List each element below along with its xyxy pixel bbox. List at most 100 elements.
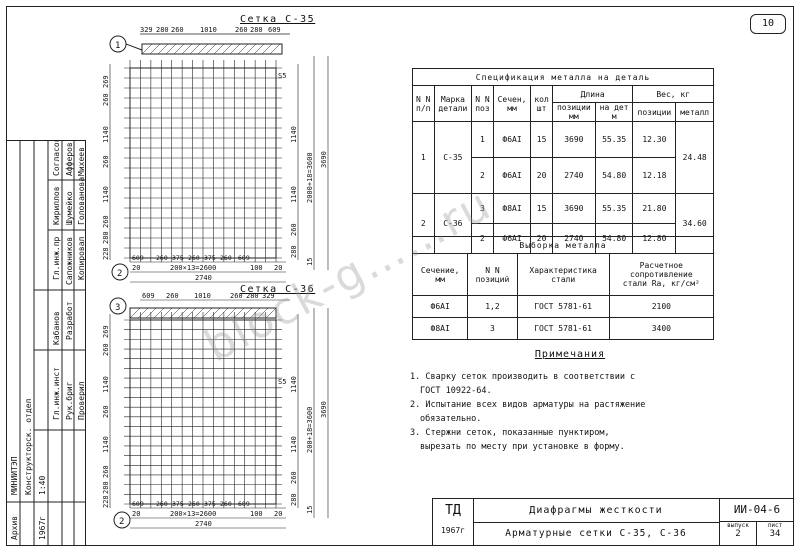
mesh1-bot-dim-3: 260 [188, 254, 200, 262]
spec-h-marka: Марка [440, 94, 465, 104]
mesh1-marker-bottom: 2 [117, 269, 122, 279]
mesh1-right-dim-3: 2000+18=3600 [306, 152, 314, 203]
spec-r1-vesmet: 24.48 [675, 121, 714, 194]
mesh2-left-dim-5: 260 [102, 465, 110, 478]
mesh1-bot-dim-2: 375 [172, 254, 184, 262]
mesh2-right-dim-5: 15 [306, 506, 314, 514]
notes-title: Примечания [534, 349, 606, 360]
spec-r1-dlpoz: 2740 [551, 157, 596, 194]
vy-h-ras2: сопротивление [630, 270, 693, 279]
mesh2-bot-overall: 2740 [195, 520, 212, 528]
mesh2-left-dim-7: 228 [102, 495, 110, 508]
vy-h-sech: Сечение, [420, 265, 460, 275]
spec-r2-sech: Ф8АI [492, 193, 532, 224]
stamp-vypusk-label: выпуск [727, 522, 749, 529]
spec-h-poz: поз [475, 103, 490, 113]
mesh2-left-dim-2: 1140 [102, 376, 110, 393]
side-stamp-year: 1967г [38, 516, 47, 540]
spec-r2-vespoz: 21.80 [632, 193, 677, 224]
vy-r1-poz: 3 [467, 317, 518, 340]
spec-h-dl-det-m: м [611, 112, 617, 121]
side-stamp-col-5: Копировал [77, 236, 86, 280]
mesh1-left-dim-0: 269 [102, 75, 110, 88]
mesh2-right-dim-4: 280 [290, 493, 298, 506]
mesh1-bot-dim-6: 609 [238, 254, 250, 262]
mesh2-bot-dim-0: 609 [132, 500, 144, 508]
vy-h-poz2: позиций [475, 274, 510, 284]
table-row: Ф8АI 3 ГОСТ 5781-61 3400 [411, 317, 715, 340]
stamp-list-label: лист [767, 522, 783, 529]
spec-r0-dlpoz: 3690 [551, 121, 596, 158]
spec-h-dl-det: на дет [599, 103, 629, 112]
mesh2-left-dim-1: 260 [102, 343, 110, 356]
spec-r2-dlpoz: 3690 [551, 193, 596, 224]
mesh2-bot-left: 20 [132, 510, 140, 518]
side-stamp-row-2: Шумейко [65, 191, 74, 225]
mesh1-grid [124, 60, 282, 262]
side-stamp-row-3: Михеев [77, 147, 86, 176]
note-line: обязательно. [420, 414, 482, 424]
mesh2-side-label: S5 [278, 378, 286, 386]
stamp-title1: Диафрагмы жесткости [473, 499, 719, 523]
note-line: ГОСТ 10922-64. [420, 386, 492, 396]
spec-r1-vespoz: 12.18 [632, 157, 677, 194]
mesh2-left-dim-6: 280 [102, 481, 110, 494]
mesh2-right-dim-6: 3690 [320, 401, 328, 418]
side-stamp-row-1: Афферов [65, 142, 74, 176]
mesh1-bot-dim-5: 260 [220, 254, 232, 262]
spec-r0-kol: 15 [530, 121, 553, 158]
side-stamp-name-1: Кириллов [52, 186, 61, 225]
spec-h-nn2: N N [475, 94, 490, 104]
vy-h-poz: N N [485, 265, 500, 275]
side-stamp-col-2: Рук.бриг [64, 381, 74, 420]
mesh1-left-dim-1: 260 [102, 93, 110, 106]
vy-r0-poz: 1,2 [467, 295, 518, 318]
mesh1-right-dim-2: 260 [290, 223, 298, 236]
table-row: Ф6АI 1,2 ГОСТ 5781-61 2100 [411, 295, 715, 318]
vy-r0-sech: Ф6АI [411, 295, 469, 318]
mesh2-top-dim-4: 280 [246, 292, 259, 300]
mesh2-bot-mesh: 200×13=2600 [170, 510, 216, 518]
mesh1-left-dim-7: 228 [102, 247, 110, 260]
note-line: 1. Сварку сеток производить в соответств… [410, 372, 636, 382]
title-stamp: ТД 1967г Диафрагмы жесткости Арматурные … [432, 498, 794, 546]
page-number-box: 10 [750, 14, 786, 34]
mesh-drawings: Сетка С-35 1 2 329 280 260 1010 260 280 … [102, 14, 329, 529]
mesh1-right-dim-4: 280 [290, 245, 298, 258]
mesh1-title: Сетка С-35 [240, 14, 315, 25]
spec-r2-kol: 15 [530, 193, 553, 224]
side-stamp-col-3: Разработ [64, 301, 74, 340]
spec-r0-sech: Ф6АI [492, 121, 532, 158]
mesh2-bot-dim-5: 260 [220, 500, 232, 508]
mesh1-left-dim-2: 1140 [102, 126, 110, 143]
note-line: 3. Стержни сеток, показанные пунктиром, [410, 428, 610, 438]
mesh2-bot-dim-2: 375 [172, 500, 184, 508]
stamp-org: ТД [445, 503, 461, 518]
mesh1-bot-left: 20 [132, 264, 140, 272]
spec-h-sechen: Сечен, [497, 94, 527, 104]
spec-table-title: Спецификация металла на деталь [412, 68, 714, 86]
mesh1-bot-mesh: 200×13=2600 [170, 264, 216, 272]
mesh1-top-dim-6: 609 [268, 26, 281, 34]
side-stamp-name-2: Сапожников [65, 237, 74, 285]
spec-h-nn: N N [416, 94, 431, 104]
mesh2-top-dim-5: 329 [262, 292, 275, 300]
vy-h-har2: стали [551, 274, 576, 284]
mesh2-bot-dim-1: 260 [156, 500, 168, 508]
side-stamp-col-1: Гл.инж.пр [52, 236, 61, 280]
spec-h-dl-poz-mm: мм [569, 112, 579, 121]
mesh1-bot-dim-0: 609 [132, 254, 144, 262]
stamp-title2: Арматурные сетки С-35, С-36 [505, 528, 687, 539]
mesh1-marker-top: 1 [115, 41, 120, 51]
table-row: 1 С-35 1 Ф6АI 15 3690 55.35 12.30 24.48 [412, 121, 714, 194]
mesh1-top-dim-5: 280 [250, 26, 263, 34]
mesh1-right-dim-5: 15 [306, 258, 314, 266]
spec-h-mm: мм [507, 103, 517, 113]
spec-h-kol: кол [534, 94, 549, 104]
mesh1-side-label: S5 [278, 72, 286, 80]
spec-r1-dldet: 54.80 [594, 157, 634, 194]
mesh2-bot-side2: 20 [274, 510, 282, 518]
mesh1-left-dim-4: 1140 [102, 186, 110, 203]
mesh1-right-dim-0: 1140 [290, 126, 298, 143]
mesh2-top-dim-3: 260 [230, 292, 243, 300]
